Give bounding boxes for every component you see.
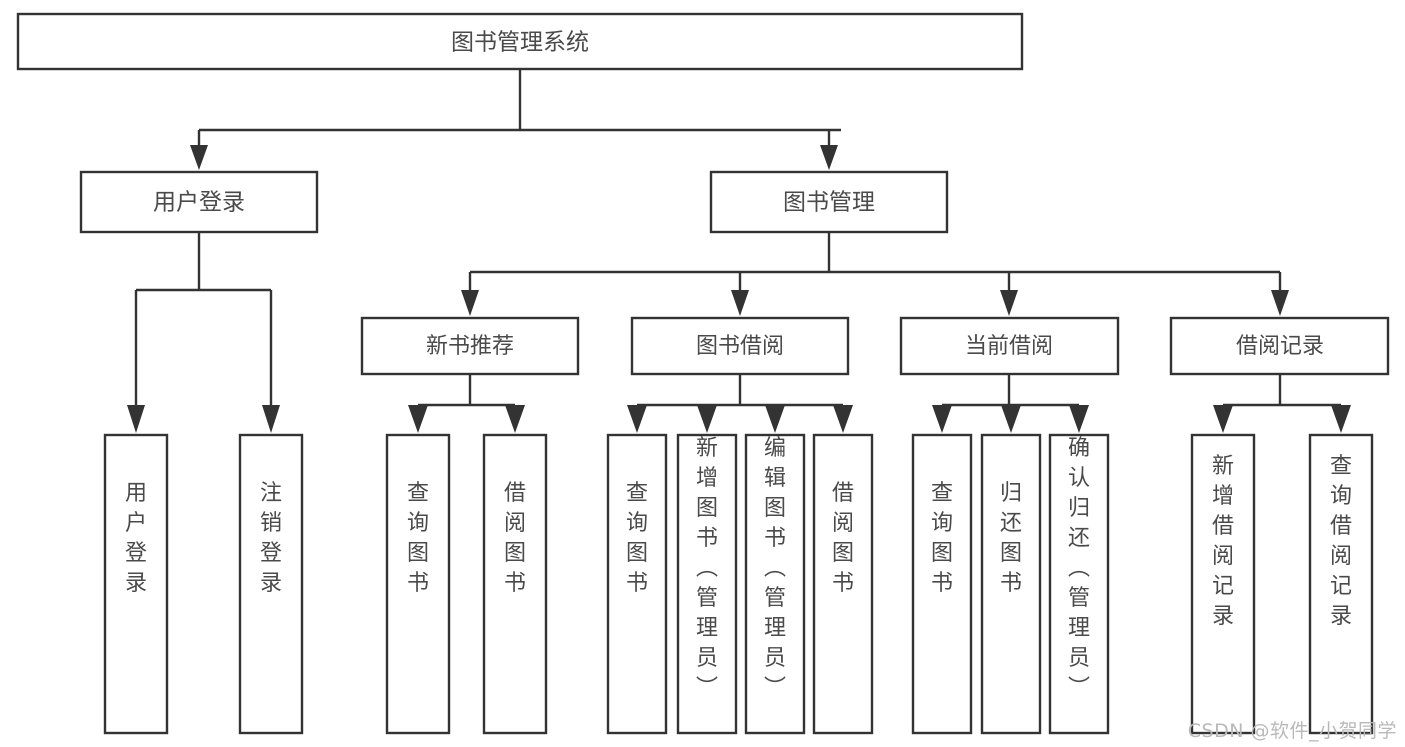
- leaf-query-book-recommend[interactable]: 查询图书: [385, 433, 451, 735]
- leaf-logout[interactable]: 注销登录: [238, 433, 304, 735]
- node-book-manage[interactable]: 图书管理: [709, 170, 949, 234]
- leaf-user-login-box[interactable]: [103, 433, 169, 735]
- nodes-layer: 图书管理系统 用户登录 图书管理 新书推荐 图书借阅: [16, 12, 1390, 735]
- arrow-head-leaf-return-book: [1001, 405, 1021, 433]
- leaf-logout-label: 注销登录: [260, 481, 282, 596]
- arrow-head-current-borrow: [1000, 290, 1018, 316]
- node-borrow-record[interactable]: 借阅记录: [1169, 316, 1390, 376]
- arrow-head-new-book-recommend: [461, 290, 479, 316]
- leaf-query-book-current-label: 查询图书: [931, 481, 953, 596]
- node-root-box[interactable]: [16, 12, 1024, 71]
- node-borrow-record-box[interactable]: [1169, 316, 1390, 376]
- leaf-logout-box[interactable]: [238, 433, 304, 735]
- arrow-head-leaf-logout: [262, 405, 280, 433]
- node-current-borrow[interactable]: 当前借阅: [899, 316, 1120, 376]
- leaf-add-book-admin-box[interactable]: [676, 433, 738, 735]
- leaf-edit-book-admin[interactable]: 编辑图书︵管理员︶: [744, 433, 806, 735]
- leaf-edit-book-admin-label: 编辑图书︵管理员︶: [764, 436, 786, 701]
- leaf-query-borrow-record-box[interactable]: [1308, 433, 1374, 735]
- arrow-head-user-login: [190, 145, 208, 170]
- leaf-user-login-label: 用户登录: [125, 481, 147, 596]
- node-book-borrow[interactable]: 图书借阅: [630, 316, 850, 376]
- leaf-query-book-recommend-label: 查询图书: [407, 481, 429, 596]
- arrow-head-leaf-borrow-book-recommend: [505, 405, 525, 433]
- node-book-borrow-label: 图书借阅: [696, 334, 784, 359]
- leaf-borrow-book-label: 借阅图书: [832, 481, 854, 596]
- leaf-query-book-borrow-label: 查询图书: [626, 481, 648, 596]
- node-book-borrow-box[interactable]: [630, 316, 850, 376]
- leaf-borrow-book-recommend-box[interactable]: [482, 433, 548, 735]
- leaf-query-borrow-record[interactable]: 查询借阅记录: [1308, 433, 1374, 735]
- arrow-head-book-manage: [820, 145, 838, 170]
- node-book-manage-box[interactable]: [709, 170, 949, 234]
- arrow-head-leaf-confirm-return-admin: [1069, 405, 1089, 433]
- node-current-borrow-box[interactable]: [899, 316, 1120, 376]
- leaf-add-borrow-record-box[interactable]: [1190, 433, 1256, 735]
- arrow-head-leaf-add-book-admin: [697, 405, 717, 433]
- arrow-head-leaf-query-book-borrow: [627, 405, 647, 433]
- node-user-login[interactable]: 用户登录: [79, 170, 319, 234]
- leaf-query-borrow-record-label: 查询借阅记录: [1330, 454, 1352, 629]
- arrow-head-leaf-user-login: [127, 405, 145, 433]
- arrow-head-leaf-query-book-recommend: [408, 405, 428, 433]
- leaf-query-book-borrow[interactable]: 查询图书: [606, 433, 668, 735]
- leaf-query-book-current[interactable]: 查询图书: [911, 433, 973, 735]
- arrow-head-leaf-edit-book-admin: [765, 405, 785, 433]
- node-new-book-recommend-box[interactable]: [360, 316, 580, 376]
- leaf-return-book[interactable]: 归还图书: [980, 433, 1042, 735]
- arrow-head-leaf-add-borrow-record: [1213, 405, 1233, 433]
- arrow-head-leaf-query-borrow-record: [1331, 405, 1351, 433]
- leaf-return-book-box[interactable]: [980, 433, 1042, 735]
- leaf-edit-book-admin-box[interactable]: [744, 433, 806, 735]
- leaf-add-borrow-record[interactable]: 新增借阅记录: [1190, 433, 1256, 735]
- node-user-login-label: 用户登录: [153, 190, 245, 216]
- leaf-confirm-return-admin[interactable]: 确认归还︵管理员︶: [1048, 433, 1110, 735]
- leaf-add-book-admin-label: 新增图书︵管理员︶: [696, 436, 718, 701]
- node-new-book-recommend-label: 新书推荐: [426, 334, 514, 359]
- arrow-head-leaf-query-book-current: [932, 405, 952, 433]
- node-book-manage-label: 图书管理: [783, 190, 875, 216]
- leaf-confirm-return-admin-box[interactable]: [1048, 433, 1110, 735]
- connectors-layer: [127, 69, 1351, 433]
- node-new-book-recommend[interactable]: 新书推荐: [360, 316, 580, 376]
- node-user-login-box[interactable]: [79, 170, 319, 234]
- leaf-add-book-admin[interactable]: 新增图书︵管理员︶: [676, 433, 738, 735]
- leaf-query-book-current-box[interactable]: [911, 433, 973, 735]
- arrow-head-leaf-borrow-book: [833, 405, 853, 433]
- csdn-watermark: CSDN @软件_小贺同学: [1187, 720, 1397, 742]
- node-root[interactable]: 图书管理系统: [16, 12, 1024, 71]
- node-borrow-record-label: 借阅记录: [1236, 334, 1324, 359]
- node-current-borrow-label: 当前借阅: [965, 334, 1053, 359]
- arrow-head-borrow-record: [1271, 290, 1289, 316]
- leaf-borrow-book-box[interactable]: [812, 433, 874, 735]
- leaf-query-book-recommend-box[interactable]: [385, 433, 451, 735]
- arrow-head-book-borrow: [731, 290, 749, 316]
- leaf-borrow-book[interactable]: 借阅图书: [812, 433, 874, 735]
- leaf-borrow-book-recommend-label: 借阅图书: [504, 481, 526, 596]
- leaf-user-login[interactable]: 用户登录: [103, 433, 169, 735]
- leaf-query-book-borrow-box[interactable]: [606, 433, 668, 735]
- leaf-borrow-book-recommend[interactable]: 借阅图书: [482, 433, 548, 735]
- leaf-confirm-return-admin-label: 确认归还︵管理员︶: [1068, 436, 1090, 701]
- node-root-label: 图书管理系统: [451, 30, 589, 56]
- leaf-add-borrow-record-label: 新增借阅记录: [1212, 454, 1234, 629]
- leaf-return-book-label: 归还图书: [1000, 481, 1022, 596]
